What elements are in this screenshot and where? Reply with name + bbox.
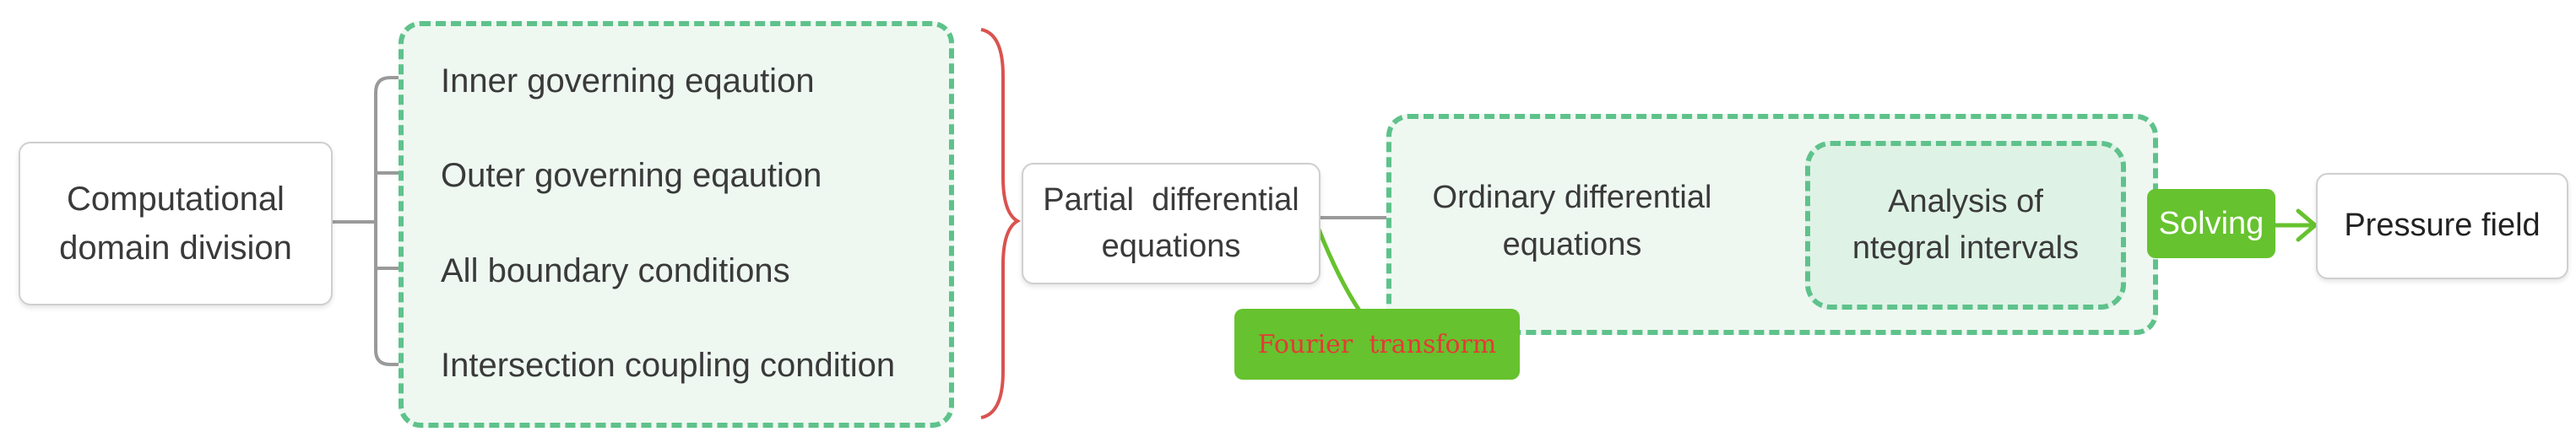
solving-badge: Solving <box>2147 189 2275 258</box>
pde-label: Partial differential equations <box>1043 181 1299 264</box>
ode-label: Ordinary differential equations <box>1432 180 1712 262</box>
solving-label: Solving <box>2158 205 2264 241</box>
pde-box: Partial differential equations <box>1022 163 1321 284</box>
solving-pressure-arrow <box>2273 208 2318 242</box>
fourier-badge: Fourier transform <box>1234 309 1520 380</box>
computational-domain-label: Computational domain division <box>59 181 292 267</box>
equations-group <box>399 21 954 428</box>
computational-domain-box: Computational domain division <box>19 142 333 305</box>
analysis-box: Analysis of ntegral intervals <box>1805 141 2126 310</box>
analysis-label: Analysis of ntegral intervals <box>1852 183 2080 266</box>
fourier-label: Fourier transform <box>1257 329 1497 359</box>
curly-brace <box>980 28 1021 419</box>
group-item-inner: Inner governing eqaution <box>441 62 815 100</box>
group-item-boundary: All boundary conditions <box>441 252 790 289</box>
pressure-field-box: Pressure field <box>2316 173 2568 279</box>
group-item-intersection: Intersection coupling condition <box>441 347 896 384</box>
pressure-field-label: Pressure field <box>2344 208 2541 244</box>
ode-node: Ordinary differential equations <box>1412 173 1733 270</box>
group-item-outer: Outer governing eqaution <box>441 157 822 194</box>
